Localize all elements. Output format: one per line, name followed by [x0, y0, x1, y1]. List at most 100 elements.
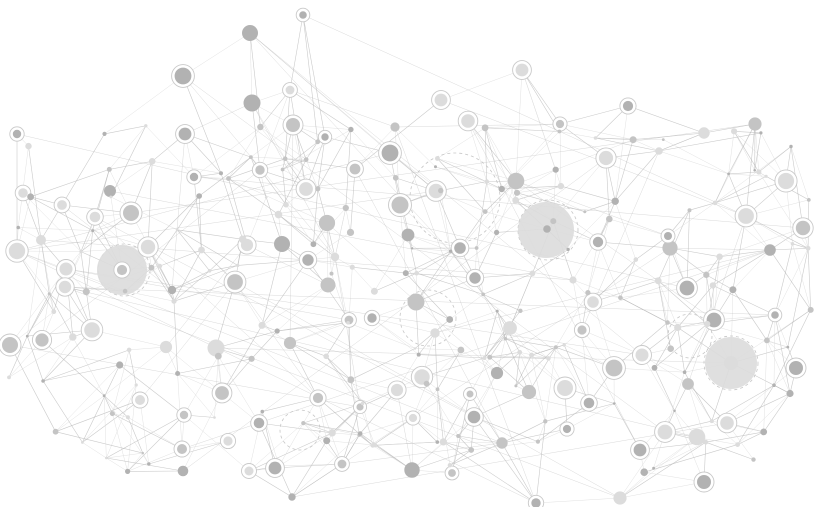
network-edge: [165, 244, 248, 348]
network-node: [703, 439, 709, 445]
network-edge: [237, 259, 309, 266]
network-edge: [248, 470, 293, 498]
network-node: [104, 185, 116, 197]
network-node: [264, 196, 268, 199]
network-edge: [411, 449, 472, 471]
network-edge: [341, 442, 503, 465]
network-edge: [278, 214, 336, 258]
network-node: [698, 127, 710, 139]
network-edge: [515, 180, 669, 237]
network-node: [764, 337, 770, 344]
network-node: [177, 465, 189, 477]
network-edge: [732, 249, 771, 290]
network-node: [605, 359, 623, 377]
network-edge: [728, 173, 767, 177]
network-edge: [282, 141, 318, 170]
network-edge: [714, 180, 787, 204]
network-node: [274, 328, 280, 334]
network-node: [27, 193, 34, 201]
network-edge: [559, 105, 629, 125]
network-node: [413, 347, 417, 350]
network-node: [285, 85, 295, 95]
network-edge: [181, 249, 771, 450]
network-node: [390, 122, 400, 132]
network-edge: [218, 355, 260, 424]
network-node: [513, 189, 521, 196]
network-edge: [61, 204, 82, 252]
network-node: [148, 264, 155, 271]
network-edge: [249, 32, 253, 104]
network-node: [496, 437, 508, 449]
network-edge: [443, 441, 472, 451]
network-edge: [516, 192, 585, 212]
network-node: [175, 371, 181, 376]
network-edge: [173, 249, 202, 302]
network-edge: [572, 279, 583, 331]
network-node: [116, 361, 124, 369]
network-node: [329, 271, 334, 276]
network-edge: [394, 126, 436, 167]
network-node: [105, 456, 108, 460]
network-edge: [773, 314, 776, 386]
network-edge: [450, 251, 484, 295]
network-edge: [434, 332, 462, 351]
network-edge: [614, 150, 660, 202]
network-node: [315, 186, 321, 192]
network-edge: [289, 124, 294, 344]
network-edge: [563, 344, 590, 404]
network-edge: [139, 281, 236, 401]
network-edge: [325, 356, 352, 380]
network-edge: [592, 280, 659, 303]
network-edge: [449, 294, 484, 320]
network-edge: [183, 414, 250, 472]
network-edge: [476, 181, 488, 249]
network-node: [148, 158, 156, 165]
network-edge: [467, 120, 641, 451]
network-edge: [285, 204, 314, 245]
network-node: [585, 290, 591, 296]
network-edge: [291, 247, 671, 498]
network-node: [349, 163, 361, 175]
network-edge: [302, 14, 326, 138]
network-node: [356, 403, 364, 411]
network-edge: [619, 431, 666, 499]
network-edge: [249, 32, 261, 128]
network-node: [789, 361, 803, 375]
network-edge: [559, 123, 634, 140]
network-edge: [334, 207, 347, 258]
network-node: [12, 129, 22, 139]
network-edge: [277, 284, 329, 332]
dashed-circle: [279, 409, 321, 451]
network-edge: [250, 156, 307, 160]
network-node: [583, 210, 587, 214]
network-edge: [151, 267, 173, 291]
network-edge: [64, 286, 698, 438]
network-edge: [246, 244, 329, 286]
network-edge: [394, 123, 561, 128]
network-node: [408, 413, 418, 423]
network-edge: [147, 246, 319, 399]
network-node: [207, 339, 225, 357]
network-node: [357, 431, 363, 436]
network-edge: [728, 171, 759, 175]
network-node: [423, 380, 430, 387]
network-node: [330, 252, 340, 262]
network-node: [81, 441, 84, 444]
network-edge: [437, 127, 486, 159]
network-edge: [374, 234, 409, 292]
network-edge: [43, 364, 120, 382]
network-node: [41, 379, 45, 383]
network-edge: [486, 181, 497, 233]
network-edge: [326, 222, 329, 286]
network-node: [786, 345, 790, 349]
network-node: [587, 296, 599, 308]
network-edge: [182, 392, 223, 472]
network-node: [555, 119, 565, 129]
network-edge: [509, 327, 549, 359]
network-node: [282, 156, 288, 161]
network-edge: [687, 383, 713, 422]
network-node: [657, 424, 673, 440]
network-edge: [177, 358, 252, 374]
network-node: [57, 200, 67, 210]
network-edge: [483, 273, 533, 295]
